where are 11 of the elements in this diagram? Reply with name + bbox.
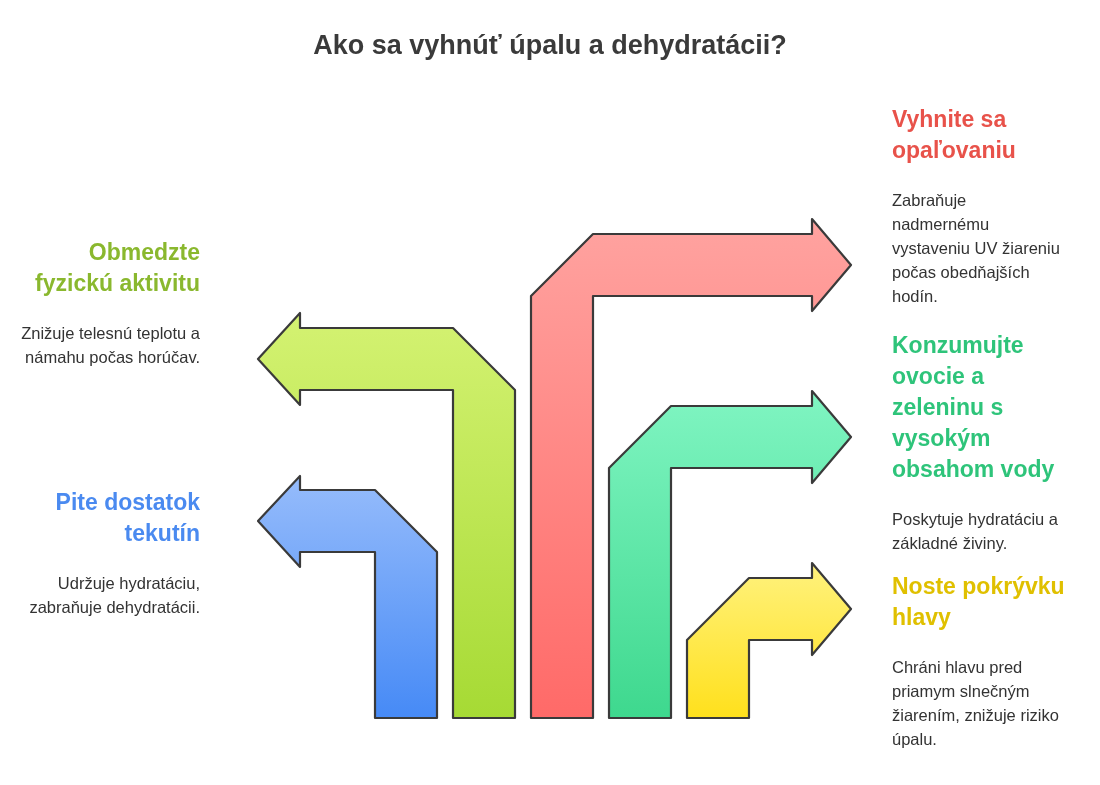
heading: Noste pokrývku hlavy [892, 572, 1066, 632]
title: Ako sa vyhnúť úpalu a dehydratácii? [312, 30, 788, 61]
heading: Vyhnite sa opaľovaniu [892, 105, 1017, 165]
description: Chráni hlavu pred priamym slnečným žiarením, znižuje riziko úpalu. [892, 657, 1060, 750]
description: Znižuje telesnú teplotu a námahu počas horúčav. [20, 323, 200, 368]
heading: Konzumujte ovocie a zeleninu s vysokým obsahom vody [892, 331, 1056, 484]
description: Zabraňuje nadmernému vystaveniu UV žiareniu počas obedňajších hodín. [892, 190, 1061, 307]
description: Poskytuje hydratáciu a základné živiny. [892, 509, 1059, 554]
heading: Pite dostatok tekutín [54, 488, 200, 548]
description: Udržuje hydratáciu, zabraňuje dehydratácii. [28, 573, 200, 618]
heading: Obmedzte fyzickú aktivitu [34, 238, 200, 298]
